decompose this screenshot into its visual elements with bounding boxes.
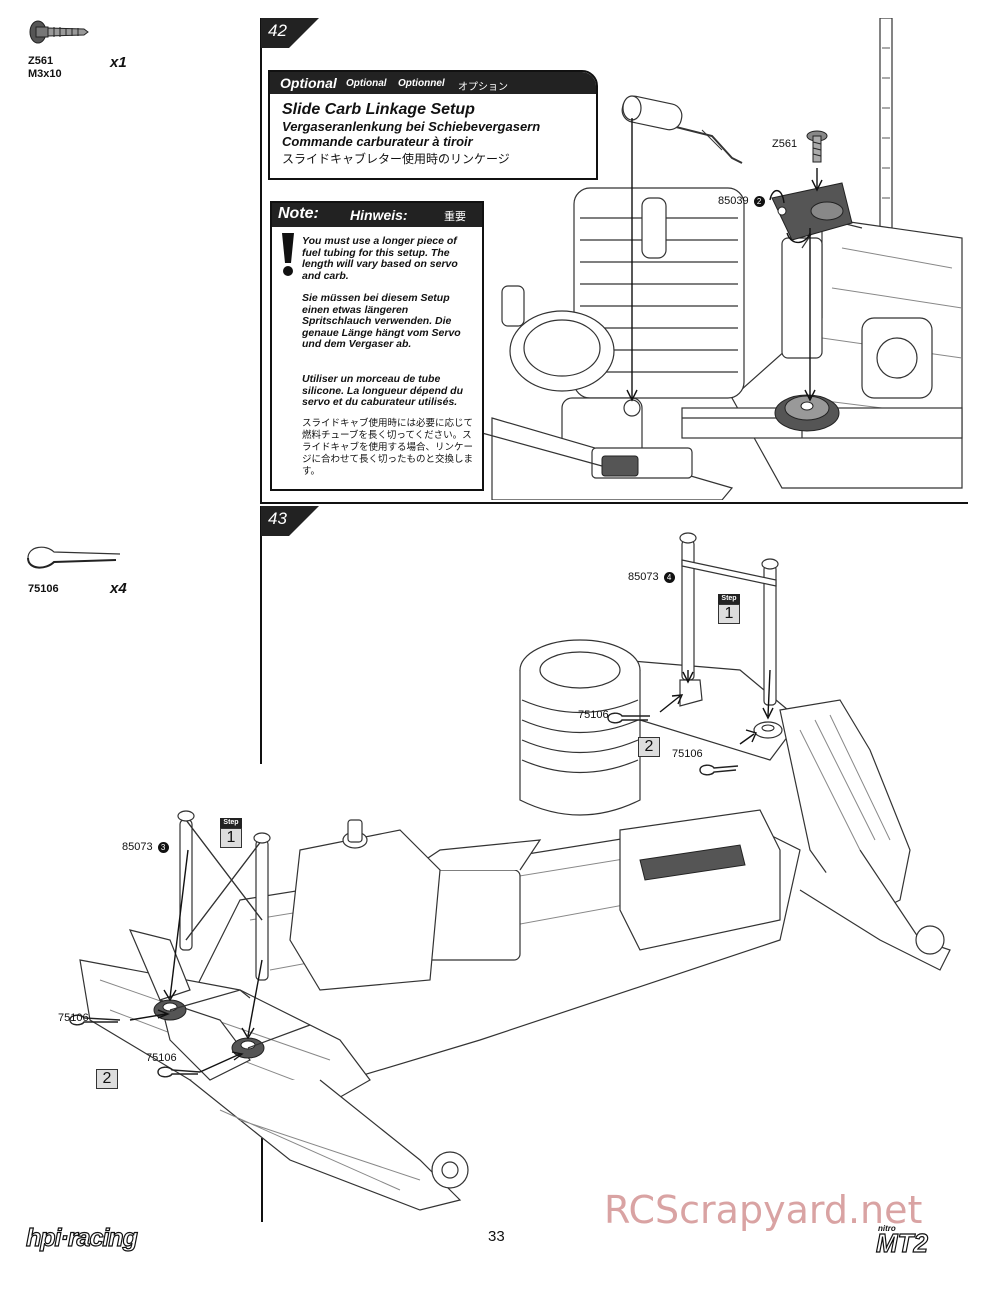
note-text-de: Sie müssen bei diesem Setup einen etwas … [302, 292, 461, 350]
screw-part-callout: Z561 M3x10 x1 [24, 18, 144, 88]
step-number: 1 [220, 828, 242, 848]
step2-label-front: 2 [96, 1069, 118, 1089]
callout-85073-front-code: 85073 [122, 841, 153, 853]
callout-85073-front: 85073 3 [122, 841, 169, 853]
screw-icon [29, 20, 89, 44]
callout-85039: 85039 2 [718, 195, 765, 207]
screw-code: Z561 [28, 55, 54, 67]
step42-left-rule [260, 18, 262, 504]
optional-jp: オプション [458, 82, 508, 93]
title-jp: スライドキャブレター使用時のリンケージ [282, 152, 510, 166]
clip-part-callout: 75106 x4 [24, 540, 144, 600]
product-logo-main: MT2 [875, 1227, 928, 1258]
step42-illustration [481, 18, 963, 500]
optional-en: Optional [280, 75, 337, 91]
step-tag: Step [220, 818, 242, 828]
optional-de: Optional [346, 78, 387, 89]
body-clip-icon [27, 546, 121, 569]
step-tag: Step [718, 594, 740, 604]
note-panel: Note: Hinweis: 重要 You must use a longer … [270, 201, 484, 491]
clip-code: 75106 [28, 583, 59, 595]
callout-85073-rear-code: 85073 [628, 571, 659, 583]
step43-illustration [69, 532, 951, 1211]
step2-label-rear: 2 [638, 737, 660, 757]
watermark: RCScrapyard.net [604, 1188, 923, 1232]
callout-75106-c: 75106 [58, 1012, 89, 1024]
step42-tab [261, 18, 319, 48]
step43-tab [261, 506, 319, 536]
callout-z561: Z561 [772, 138, 798, 150]
note-text-fr: Utiliser un morceau de tube silicone. La… [302, 373, 464, 408]
product-logo-small: nitro [878, 1224, 896, 1233]
title-fr: Commande carburateur à tiroir [282, 134, 473, 149]
step43-number: 43 [268, 509, 287, 528]
note-header: Note: Hinweis: 重要 [272, 203, 482, 227]
optional-fr: Optionnel [398, 78, 445, 89]
clip-qty: x4 [110, 580, 127, 597]
note-label-de: Hinweis: [350, 207, 408, 223]
brand-logo: hpi·racing [25, 1223, 138, 1252]
screw-size: M3x10 [28, 68, 62, 80]
page-number: 33 [488, 1228, 505, 1245]
step42-bottom-rule [260, 502, 968, 504]
callout-85039-code: 85039 [718, 195, 749, 207]
note-label-en: Note: [278, 205, 319, 222]
callout-85039-num: 2 [753, 195, 765, 207]
step43-left-rule [260, 506, 262, 764]
exclamation-icon [282, 233, 294, 276]
callout-85073-front-num: 3 [157, 841, 169, 853]
optional-header: Optional Optional Optionnel オプション [270, 72, 596, 94]
callout-85073-rear: 85073 4 [628, 571, 675, 583]
step-number: 1 [718, 604, 740, 624]
bottom-left-rule [261, 1138, 263, 1222]
screw-qty: x1 [110, 54, 127, 71]
step1-label-rear: Step 1 [718, 594, 740, 624]
note-text-jp: スライドキャブ使用時には必要に応じて燃料チューブを長く切ってください。スライドキ… [302, 418, 474, 477]
product-logo: nitro MT2 [875, 1224, 976, 1260]
callout-75106-a: 75106 [578, 709, 609, 721]
title-en: Slide Carb Linkage Setup [282, 101, 475, 118]
callout-85073-rear-num: 4 [663, 571, 675, 583]
note-label-jp: 重要 [444, 211, 466, 223]
step1-label-front: Step 1 [220, 818, 242, 848]
callout-75106-b: 75106 [672, 748, 703, 760]
callout-75106-d: 75106 [146, 1052, 177, 1064]
note-text-en: You must use a longer piece of fuel tubi… [302, 235, 458, 282]
title-de: Vergaseranlenkung bei Schiebevergasern [282, 119, 541, 134]
optional-panel: Optional Optional Optionnel オプション Slide … [268, 70, 598, 180]
step42-number: 42 [268, 21, 287, 40]
